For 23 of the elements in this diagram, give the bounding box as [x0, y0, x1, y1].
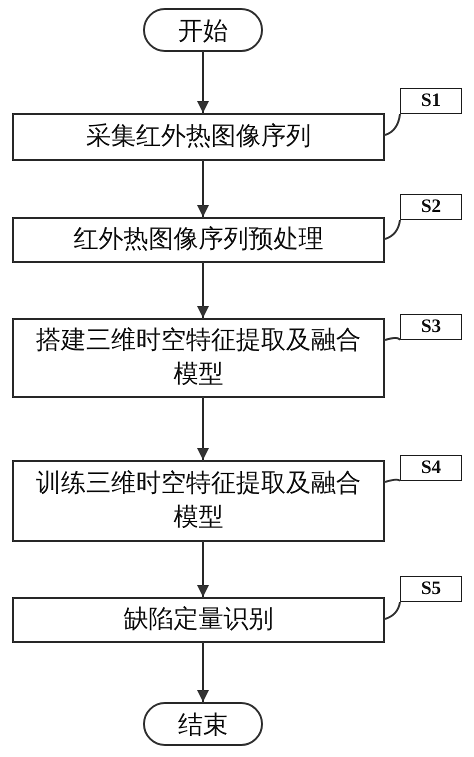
arrow [197, 398, 209, 460]
arrow [197, 542, 209, 597]
step-label: S1 [400, 88, 462, 114]
arrow [197, 52, 209, 113]
step-label: S5 [400, 576, 462, 602]
start-terminal: 开始 [143, 8, 263, 52]
process-box: 采集红外热图像序列 [12, 113, 385, 161]
process-box: 搭建三维时空特征提取及融合模型 [12, 318, 385, 398]
arrow [197, 263, 209, 318]
leader-line [384, 602, 401, 620]
arrow [197, 161, 209, 217]
end-terminal: 结束 [143, 702, 263, 746]
step-label: S2 [400, 194, 462, 220]
process-box: 缺陷定量识别 [12, 597, 385, 643]
process-box: 红外热图像序列预处理 [12, 217, 385, 263]
step-label: S3 [400, 314, 462, 340]
leader-line [384, 478, 401, 483]
arrow [197, 643, 209, 702]
step-label: S4 [400, 455, 462, 481]
leader-line [384, 337, 401, 341]
process-box: 训练三维时空特征提取及融合模型 [12, 460, 385, 542]
leader-line [384, 220, 401, 240]
leader-line [384, 114, 401, 136]
